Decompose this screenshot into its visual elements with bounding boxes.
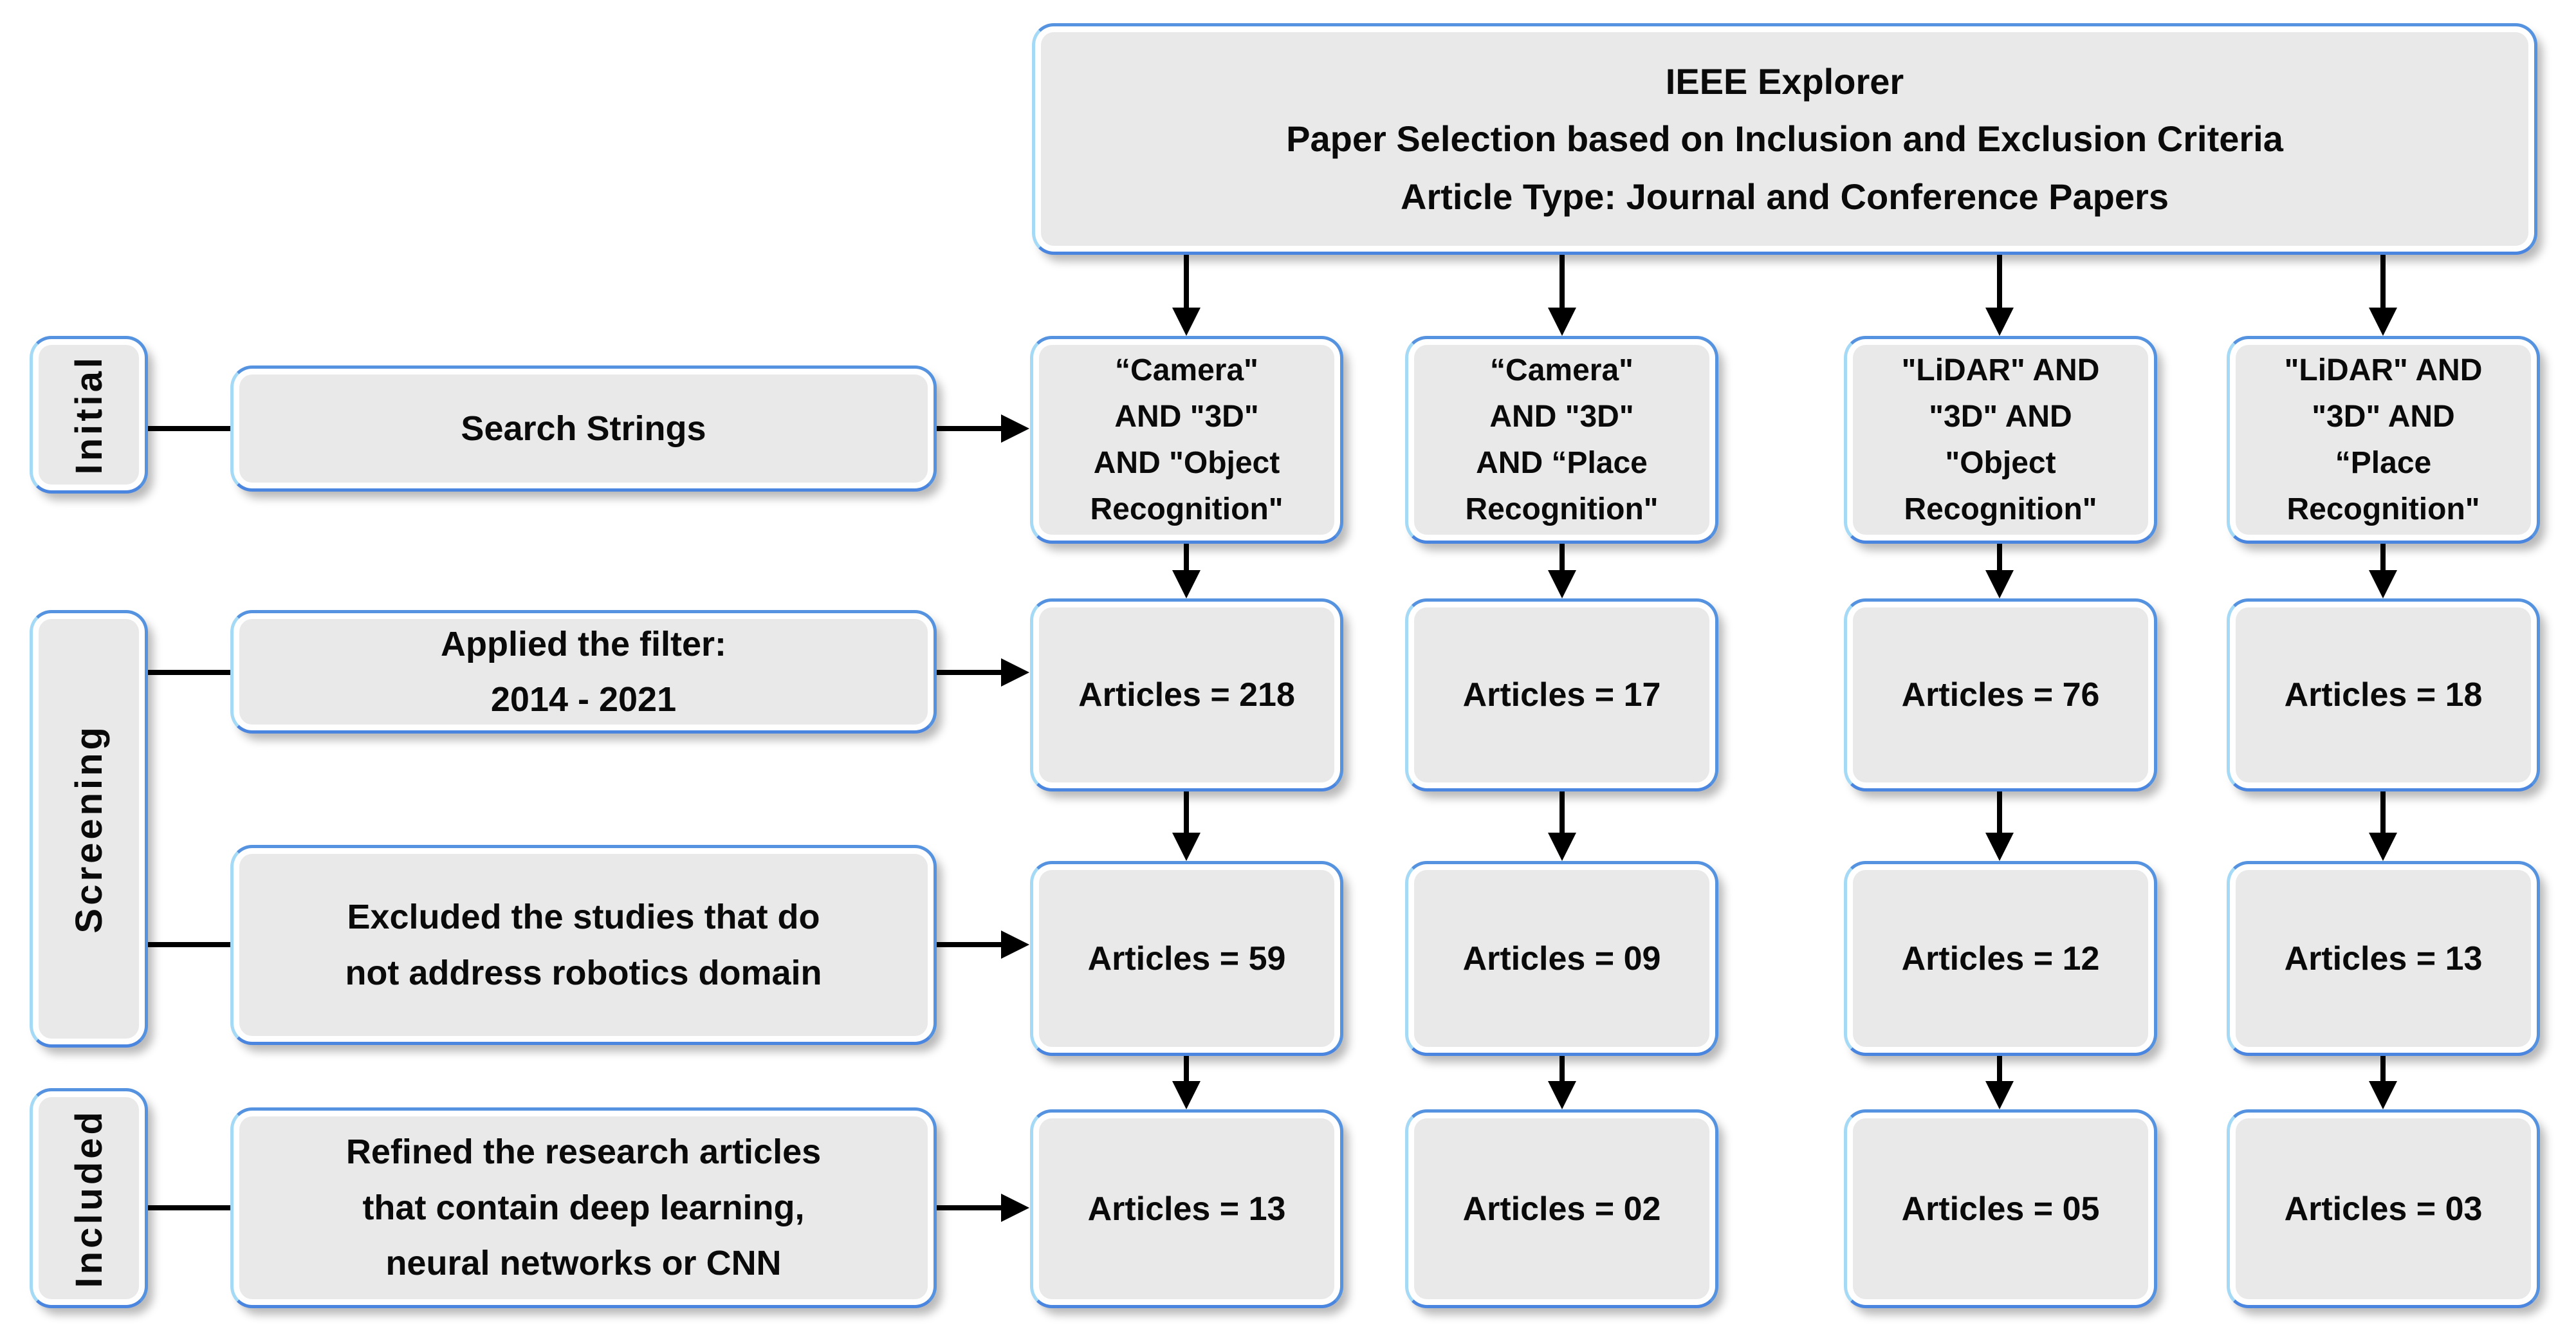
arrow-col2-row3-row4-line	[1559, 1056, 1565, 1084]
arrow-col3-row2-row3-line	[1997, 791, 2002, 835]
col2-included-box: Articles = 02	[1405, 1109, 1718, 1308]
col1-included-box: Articles = 13	[1030, 1109, 1343, 1308]
arrow-col3-row3-row4-head	[1985, 1081, 2014, 1109]
col4-included-box: Articles = 03	[2227, 1109, 2540, 1308]
col1-search-string-box: “Camera" AND "3D" AND "Object Recognitio…	[1030, 336, 1343, 544]
applied-filter-box: Applied the filter: 2014 - 2021	[230, 610, 937, 734]
line-screening-to-exclude	[148, 942, 230, 947]
col1-after-filter-count: Articles = 218	[1078, 676, 1295, 714]
col4-after-exclusion-box: Articles = 13	[2227, 861, 2540, 1056]
arrow-exclude-to-col1-head	[1001, 930, 1029, 959]
arrow-header-to-col3-line	[1997, 255, 2002, 310]
arrow-col3-row1-row2-head	[1985, 570, 2014, 598]
arrow-col1-row1-row2-line	[1184, 544, 1189, 573]
arrow-refine-to-col1-head	[1001, 1194, 1029, 1222]
arrow-col4-row1-row2-line	[2380, 544, 2386, 573]
arrow-col4-row3-row4-line	[2380, 1056, 2386, 1084]
arrow-col4-row3-row4-head	[2369, 1081, 2397, 1109]
arrow-header-to-col4-head	[2369, 308, 2397, 336]
line-initial-to-search	[148, 426, 230, 431]
line-included-to-refine	[148, 1205, 230, 1210]
col2-after-exclusion-box: Articles = 09	[1405, 861, 1718, 1056]
arrow-header-to-col4-line	[2380, 255, 2386, 310]
arrow-header-to-col2-line	[1559, 255, 1565, 310]
arrow-header-to-col3-head	[1985, 308, 2014, 336]
ieee-explorer-header-box: IEEE Explorer Paper Selection based on I…	[1032, 23, 2537, 255]
search-strings-box: Search Strings	[230, 365, 937, 492]
col2-included-count: Articles = 02	[1462, 1190, 1661, 1228]
applied-filter-label: Applied the filter: 2014 - 2021	[441, 624, 726, 719]
col2-search-string-box: “Camera" AND "3D" AND “Place Recognition…	[1405, 336, 1718, 544]
arrow-col4-row2-row3-head	[2369, 833, 2397, 861]
arrow-header-to-col1-line	[1184, 255, 1189, 310]
arrow-col3-row1-row2-line	[1997, 544, 2002, 573]
arrow-col1-row3-row4-head	[1172, 1081, 1201, 1109]
excluded-studies-label: Excluded the studies that do not address…	[345, 898, 822, 992]
col3-after-filter-box: Articles = 76	[1844, 598, 2157, 791]
arrow-search-to-col1-head	[1001, 414, 1029, 443]
arrow-exclude-to-col1-line	[937, 942, 1004, 947]
col2-after-filter-count: Articles = 17	[1462, 676, 1661, 714]
col3-after-filter-count: Articles = 76	[1901, 676, 2100, 714]
col1-after-exclusion-box: Articles = 59	[1030, 861, 1343, 1056]
col1-search-string: “Camera" AND "3D" AND "Object Recognitio…	[1090, 353, 1283, 526]
col3-after-exclusion-count: Articles = 12	[1901, 939, 2100, 977]
arrow-col4-row1-row2-head	[2369, 570, 2397, 598]
arrow-header-to-col2-head	[1548, 308, 1576, 336]
col4-included-count: Articles = 03	[2284, 1190, 2483, 1228]
arrow-col1-row1-row2-head	[1172, 570, 1201, 598]
col2-after-filter-box: Articles = 17	[1405, 598, 1718, 791]
col1-included-count: Articles = 13	[1087, 1190, 1286, 1228]
col4-after-filter-box: Articles = 18	[2227, 598, 2540, 791]
stage-bar-screening: Screening	[30, 610, 148, 1048]
col4-after-exclusion-count: Articles = 13	[2284, 939, 2483, 977]
refined-articles-label: Refined the research articles that conta…	[345, 1133, 822, 1283]
arrow-col2-row2-row3-head	[1548, 833, 1576, 861]
col3-included-count: Articles = 05	[1901, 1190, 2100, 1228]
line-screening-to-filter	[148, 670, 230, 675]
col1-after-exclusion-count: Articles = 59	[1087, 939, 1286, 977]
stage-screening-label: Screening	[68, 724, 110, 934]
stage-bar-included: Included	[30, 1088, 148, 1308]
arrow-search-to-col1-line	[937, 426, 1004, 431]
arrow-col2-row3-row4-head	[1548, 1081, 1576, 1109]
col2-after-exclusion-count: Articles = 09	[1462, 939, 1661, 977]
search-strings-label: Search Strings	[461, 409, 706, 448]
arrow-col3-row3-row4-line	[1997, 1056, 2002, 1084]
refined-articles-box: Refined the research articles that conta…	[230, 1107, 937, 1308]
col3-included-box: Articles = 05	[1844, 1109, 2157, 1308]
arrow-col3-row2-row3-head	[1985, 833, 2014, 861]
col2-search-string: “Camera" AND "3D" AND “Place Recognition…	[1465, 353, 1659, 526]
col4-search-string-box: "LiDAR" AND "3D" AND “Place Recognition"	[2227, 336, 2540, 544]
arrow-col2-row1-row2-line	[1559, 544, 1565, 573]
arrow-col1-row3-row4-line	[1184, 1056, 1189, 1084]
header-text: IEEE Explorer Paper Selection based on I…	[1286, 60, 2283, 217]
col3-search-string: "LiDAR" AND "3D" AND "Object Recognition…	[1901, 353, 2100, 526]
arrow-refine-to-col1-line	[937, 1205, 1004, 1210]
col4-after-filter-count: Articles = 18	[2284, 676, 2483, 714]
arrow-col2-row2-row3-line	[1559, 791, 1565, 835]
col1-after-filter-box: Articles = 218	[1030, 598, 1343, 791]
arrow-col4-row2-row3-line	[2380, 791, 2386, 835]
arrow-col1-row2-row3-line	[1184, 791, 1189, 835]
arrow-col2-row1-row2-head	[1548, 570, 1576, 598]
col3-search-string-box: "LiDAR" AND "3D" AND "Object Recognition…	[1844, 336, 2157, 544]
stage-bar-initial: Initial	[30, 336, 148, 494]
arrow-col1-row2-row3-head	[1172, 833, 1201, 861]
col4-search-string: "LiDAR" AND "3D" AND “Place Recognition"	[2284, 353, 2483, 526]
stage-initial-label: Initial	[68, 355, 110, 475]
arrow-filter-to-col1-head	[1001, 658, 1029, 687]
stage-included-label: Included	[68, 1108, 110, 1288]
arrow-header-to-col1-head	[1172, 308, 1201, 336]
arrow-filter-to-col1-line	[937, 670, 1004, 675]
excluded-studies-box: Excluded the studies that do not address…	[230, 845, 937, 1045]
col3-after-exclusion-box: Articles = 12	[1844, 861, 2157, 1056]
